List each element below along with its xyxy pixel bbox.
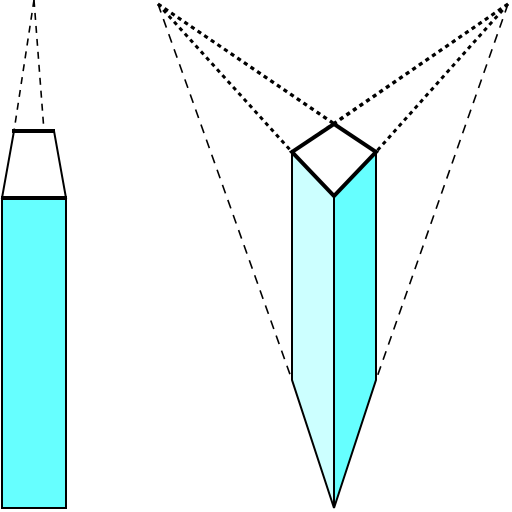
left-prism-side-view bbox=[0, 0, 68, 509]
left-top-trapezoid bbox=[0, 130, 68, 199]
right-prism-perspective-view bbox=[156, 2, 510, 509]
vp-left-to-top-left bbox=[156, 2, 294, 154]
vp-right-to-top-right bbox=[374, 3, 510, 153]
vp-right-to-bottom-right bbox=[375, 3, 509, 381]
left-vanishing-dashed-line-1 bbox=[33, 0, 45, 132]
vp-left-to-top-back bbox=[157, 2, 335, 126]
vp-right-to-top-back bbox=[333, 2, 509, 126]
left-vanishing-dashed-line-2 bbox=[13, 0, 35, 132]
vp-left-to-bottom-left bbox=[157, 3, 293, 381]
left-prism-body bbox=[1, 197, 67, 509]
prism-top-square bbox=[288, 121, 380, 199]
